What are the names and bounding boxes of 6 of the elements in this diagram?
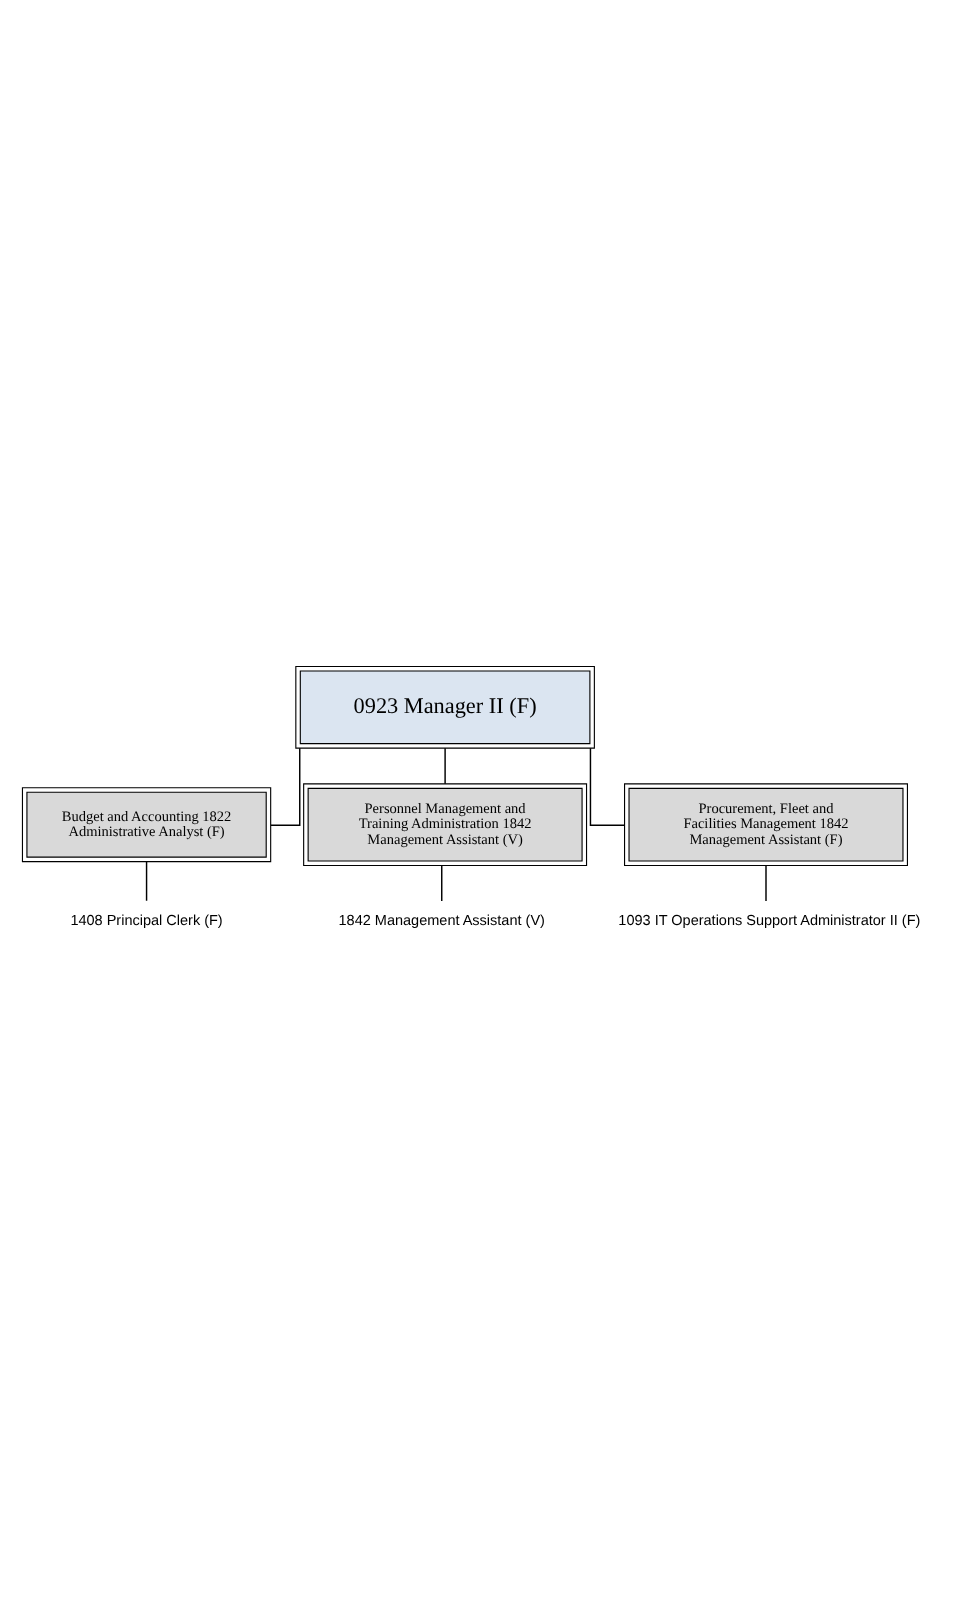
connector xyxy=(589,746,626,825)
connector xyxy=(765,863,767,901)
connector xyxy=(444,746,446,784)
connector xyxy=(441,863,443,901)
connector xyxy=(145,860,148,901)
connector xyxy=(270,746,301,825)
